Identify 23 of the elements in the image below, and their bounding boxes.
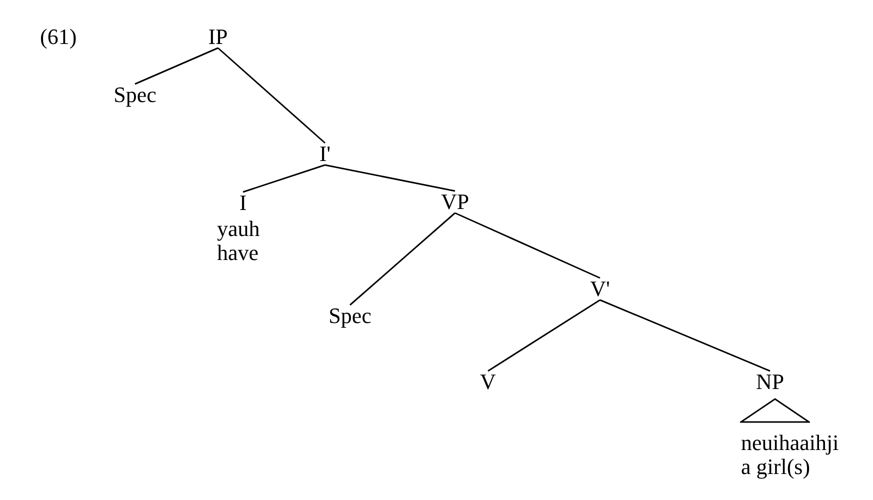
category-label: V': [590, 278, 610, 300]
tree-branch: [454, 212, 600, 279]
category-label: Spec: [328, 305, 372, 327]
category-label: NP: [756, 371, 784, 393]
word-gloss: yauh: [217, 218, 260, 240]
category-label: I': [319, 143, 331, 165]
category-label: VP: [440, 191, 470, 213]
word-gloss: neuihaaihji: [741, 432, 839, 454]
category-label: I: [239, 192, 247, 214]
triangle-shape: [740, 398, 810, 423]
tree-branch: [134, 47, 218, 85]
category-label: V: [480, 371, 496, 393]
tree-branch: [242, 164, 326, 193]
category-label: IP: [208, 26, 228, 48]
word-gloss: a girl(s): [741, 456, 810, 478]
tree-branch: [600, 299, 770, 372]
word-gloss: have: [217, 242, 259, 264]
example-number: (61): [40, 26, 77, 48]
category-label: Spec: [114, 84, 156, 106]
tree-branch: [350, 212, 456, 306]
tree-branch: [218, 47, 326, 144]
tree-branch: [488, 299, 600, 372]
tree-branch: [324, 164, 456, 192]
